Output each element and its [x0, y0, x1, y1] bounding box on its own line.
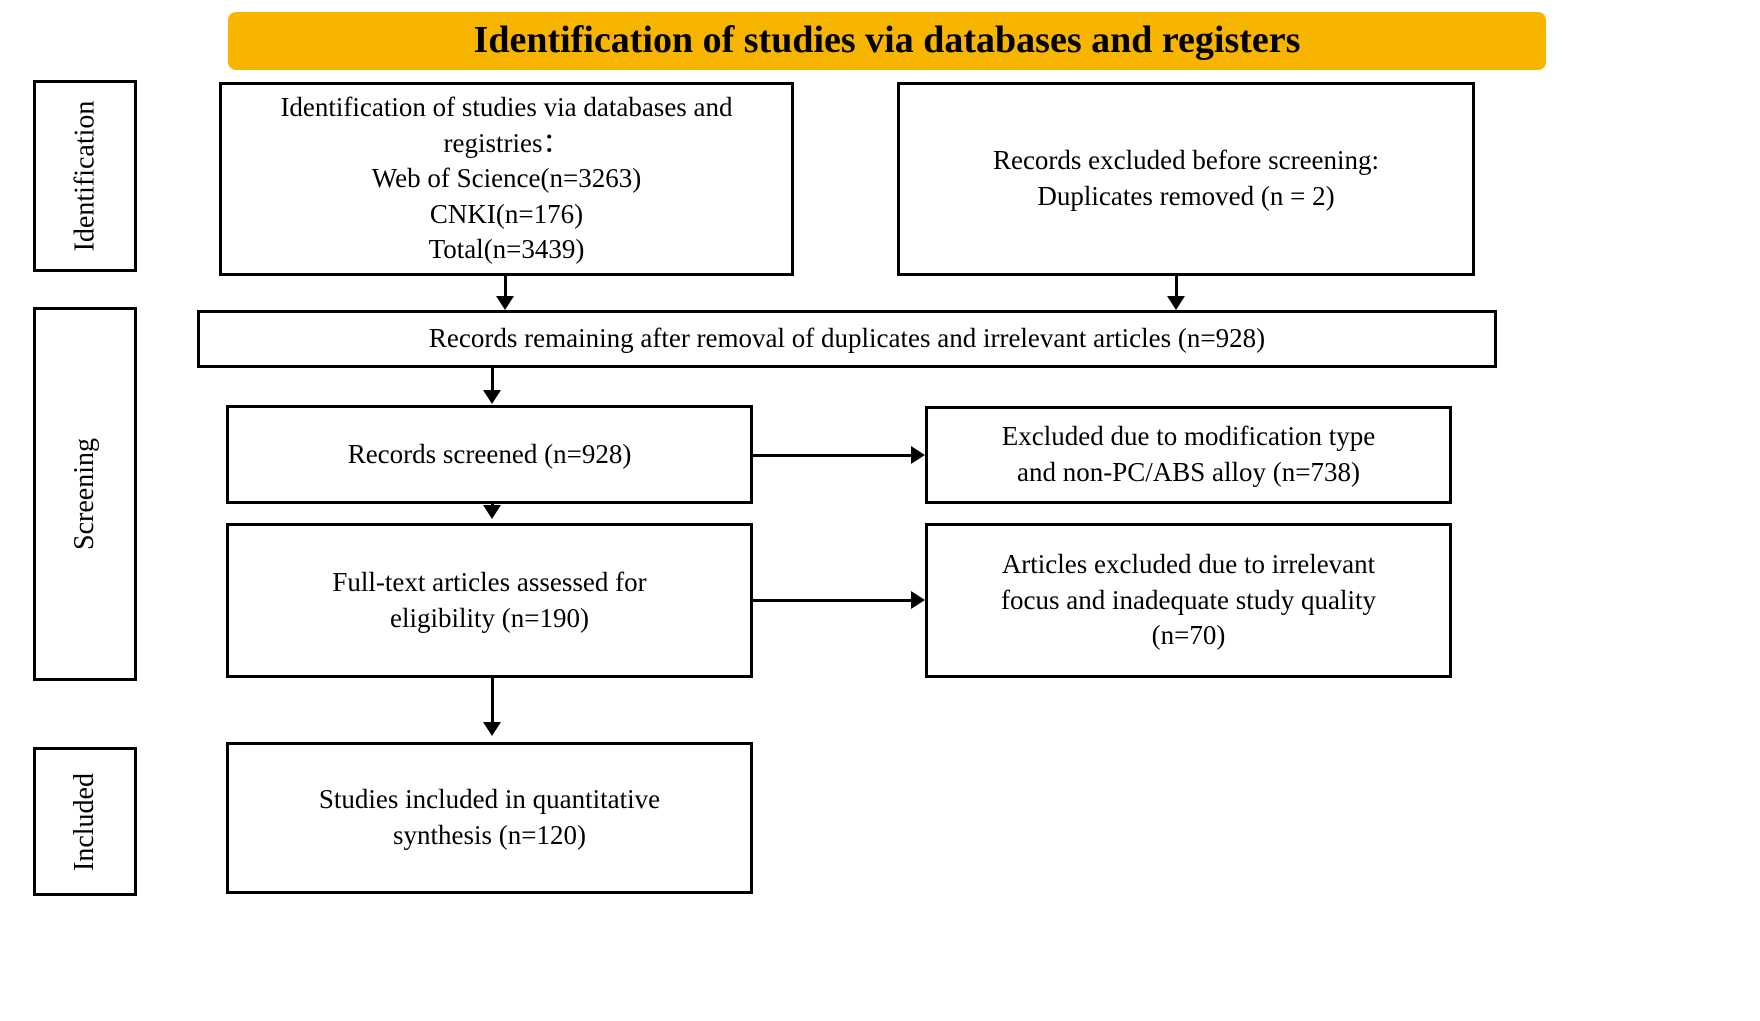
connector-fulltext-to-included — [491, 678, 494, 724]
diagram-title: Identification of studies via databases … — [473, 19, 1301, 62]
box-line: Duplicates removed (n = 2) — [1037, 181, 1335, 211]
arrow-screened-to-excluded-type — [911, 446, 925, 464]
stage-label-included-text: Included — [69, 772, 100, 871]
connector-fulltext-to-excluded-focus — [753, 599, 911, 602]
stage-label-screening-text: Screening — [69, 438, 100, 550]
box-line: and non-PC/ABS alloy (n=738) — [1017, 457, 1360, 487]
box-line: synthesis (n=120) — [393, 820, 586, 850]
box-line: Studies included in quantitative — [318, 784, 661, 815]
box-line: Records excluded before screening: — [992, 145, 1380, 176]
connector-identification-to-remaining — [504, 276, 507, 298]
box-line: Full-text articles assessed for — [332, 566, 647, 597]
box-line: focus and inadequate study quality — [1001, 584, 1376, 615]
box-line: Identification of studies via databases … — [280, 91, 733, 122]
box-line: Records remaining after removal of dupli… — [428, 323, 1266, 354]
connector-screened-to-excluded-type — [753, 454, 911, 457]
box-line: Records screened (n=928) — [347, 438, 632, 469]
stage-label-identification: Identification — [33, 80, 137, 272]
arrow-screened-to-fulltext — [483, 505, 501, 519]
box-line: registries： — [443, 127, 570, 158]
arrow-excluded-pre-to-remaining — [1167, 296, 1185, 310]
box-excluded-irrelevant-focus: Articles excluded due to irrelevant focu… — [925, 523, 1452, 678]
box-identification-sources: Identification of studies via databases … — [219, 82, 794, 276]
stage-label-included: Included — [33, 747, 137, 896]
box-line: Articles excluded due to irrelevant — [1001, 549, 1376, 580]
box-records-screened: Records screened (n=928) — [226, 405, 753, 504]
box-records-remaining: Records remaining after removal of dupli… — [197, 310, 1497, 368]
box-line: Web of Science(n=3263) — [371, 163, 642, 194]
box-line: (n=70) — [1151, 620, 1226, 651]
box-excluded-before-screening: Records excluded before screening: Dupli… — [897, 82, 1475, 276]
box-line: eligibility (n=190) — [390, 602, 589, 633]
diagram-title-banner: Identification of studies via databases … — [228, 12, 1546, 70]
box-studies-included: Studies included in quantitative synthes… — [226, 742, 753, 894]
connector-remaining-to-screened — [491, 368, 494, 391]
box-excluded-modification-type: Excluded due to modification type and no… — [925, 406, 1452, 504]
box-line: Total(n=3439) — [428, 234, 585, 265]
box-line: Excluded due to modification type — [1001, 421, 1376, 452]
box-line: CNKI(n=176) — [429, 198, 584, 229]
connector-excluded-pre-to-remaining — [1175, 276, 1178, 298]
arrow-remaining-to-screened — [483, 390, 501, 404]
arrow-fulltext-to-excluded-focus — [911, 591, 925, 609]
box-fulltext-assessed: Full-text articles assessed for eligibil… — [226, 523, 753, 678]
arrow-fulltext-to-included — [483, 722, 501, 736]
arrow-identification-to-remaining — [496, 296, 514, 310]
stage-label-screening: Screening — [33, 307, 137, 681]
stage-label-identification-text: Identification — [69, 100, 101, 252]
